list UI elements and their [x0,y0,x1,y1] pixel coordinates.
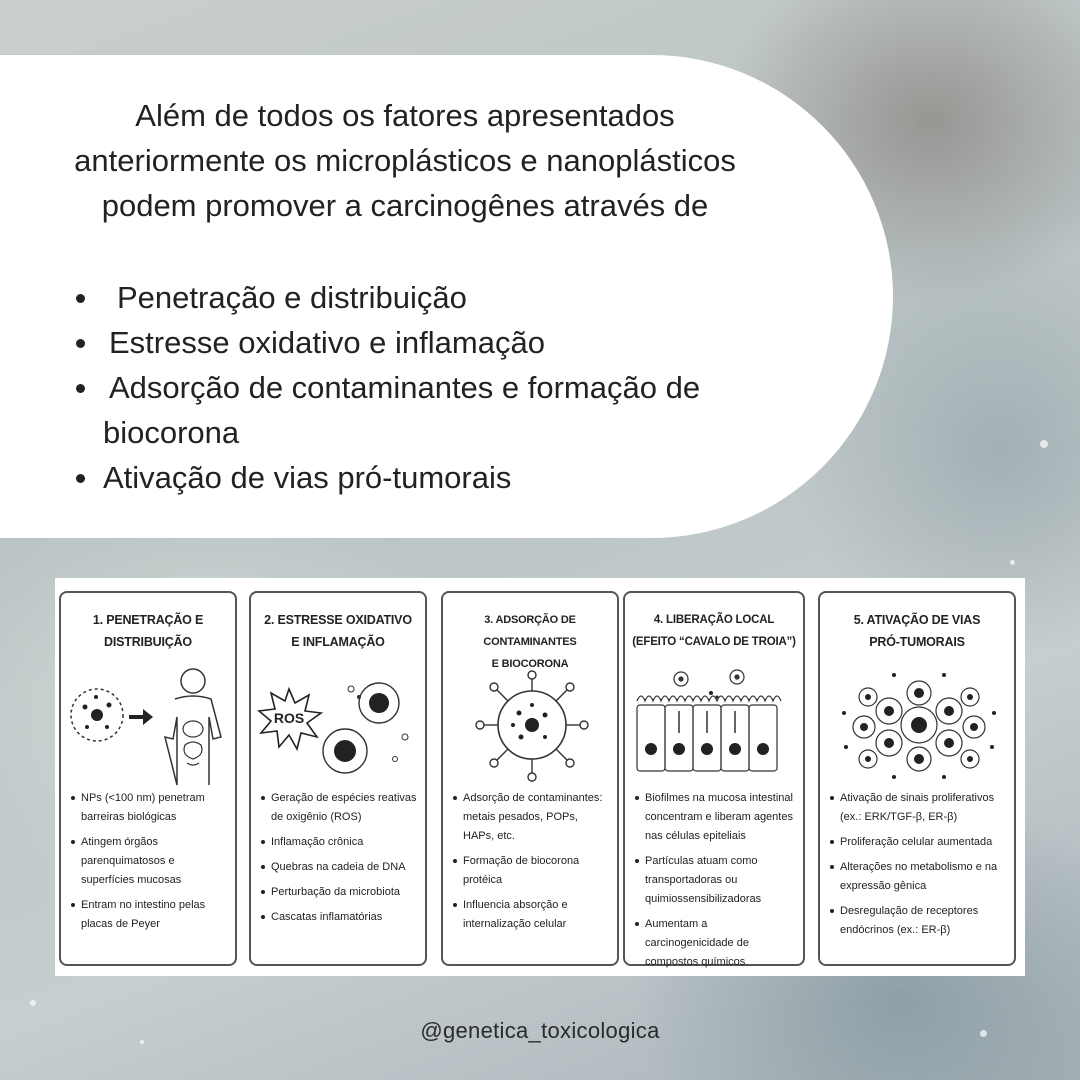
panel-title: 1. PENETRAÇÃO E DISTRIBUIÇÃO [65,609,231,653]
list-item: Atingem órgãos parenquimatosos e superfí… [71,833,229,890]
list-item: Alterações no metabolismo e na expressão… [830,858,1008,896]
bullet-item: Adsorção de contaminantes e formação de … [72,365,762,455]
text-card: Além de todos os fatores apresentados an… [0,55,893,538]
panel-title: 5. ATIVAÇÃO DE VIAS PRÓ-TUMORAIS [824,609,1010,653]
list-item: Desregulação de receptores endócrinos (e… [830,902,1008,940]
panel-title-line: (EFEITO “CAVALO DE TROIA”) [632,636,796,648]
panel-adsorption: 3. ADSORÇÃO DE CONTAMINANTES E BIOCORONA… [441,591,619,966]
bullet-dot [76,339,85,348]
list-item: Influencia absorção e internalização cel… [453,896,611,934]
bullet-list: Penetração e distribuição Estresse oxida… [72,275,762,500]
list-item: Adsorção de contaminantes: metais pesado… [453,789,611,846]
bullet-dot [76,474,85,483]
list-item: Quebras na cadeia de DNA [261,858,419,877]
list-item: Partículas atuam como transportadoras ou… [635,852,797,909]
panel-title-line: 3. ADSORÇÃO DE CONTAMINANTES [483,614,577,648]
list-item: Entram no intestino pelas placas de Peye… [71,896,229,934]
ros-cells-icon: ROS [257,682,409,774]
ros-label: ROS [274,710,304,726]
sparkle [1010,560,1015,565]
panel-title-line: 5. ATIVAÇÃO DE VIAS [853,613,981,627]
list-item: Biofilmes na mucosa intestinal concentra… [635,789,797,846]
bullet-item: Ativação de vias pró-tumorais [72,455,762,500]
panel-list: Adsorção de contaminantes: metais pesado… [453,789,611,940]
bullet-item: Penetração e distribuição [72,275,762,320]
epithelial-cells-icon [636,669,782,772]
sparkle [1040,440,1048,448]
sparkle [140,1040,144,1044]
list-item: Geração de espécies reativas de oxigênio… [261,789,419,827]
bullet-item: Estresse oxidativo e inflamação [72,320,762,365]
nanoparticle-to-body-icon [70,668,222,786]
list-item: NPs (<100 nm) penetram barreiras biológi… [71,789,229,827]
panel-title-line: 1. PENETRAÇÃO E [92,613,204,627]
panel-strip: 1. PENETRAÇÃO E DISTRIBUIÇÃO NPs (<100 n… [55,578,1025,976]
bullet-text: Penetração e distribuição [117,280,467,315]
sparkle [980,1030,987,1037]
intro-text: Além de todos os fatores apresentados an… [74,98,736,223]
list-item: Ativação de sinais proliferativos (ex.: … [830,789,1008,827]
panel-title-line: E BIOCORONA [491,658,569,670]
sparkle [30,1000,36,1006]
panel-title-line: 4. LIBERAÇÃO LOCAL [653,614,775,626]
panel-list: Geração de espécies reativas de oxigênio… [261,789,419,933]
panel-oxidative-stress: 2. ESTRESSE OXIDATIVO E INFLAMAÇÃO ROS G… [249,591,427,966]
panel-title: 2. ESTRESSE OXIDATIVO E INFLAMAÇÃO [255,609,421,653]
tumor-cell-cluster-icon [842,673,996,779]
panel-title-line: E INFLAMAÇÃO [291,635,385,649]
bullet-dot [76,294,85,303]
panel-title: 4. LIBERAÇÃO LOCAL (EFEITO “CAVALO DE TR… [629,609,799,653]
list-item: Aumentam a carcinogenicidade de composto… [635,915,797,972]
list-item: Perturbação da microbiota [261,883,419,902]
panel-list: NPs (<100 nm) penetram barreiras biológi… [71,789,229,940]
list-item: Formação de biocorona protéica [453,852,611,890]
list-item: Inflamação crônica [261,833,419,852]
bullet-dot [76,384,85,393]
panel-pro-tumor: 5. ATIVAÇÃO DE VIAS PRÓ-TUMORAIS [818,591,1016,966]
bullet-text: Estresse oxidativo e inflamação [109,325,545,360]
bullet-text: Ativação de vias pró-tumorais [103,460,512,495]
panel-title-line: DISTRIBUIÇÃO [104,635,192,649]
list-item: Cascatas inflamatórias [261,908,419,927]
panel-list: Ativação de sinais proliferativos (ex.: … [830,789,1008,946]
panel-title: 3. ADSORÇÃO DE CONTAMINANTES E BIOCORONA [447,609,613,675]
panel-title-line: 2. ESTRESSE OXIDATIVO [264,613,412,627]
list-item: Proliferação celular aumentada [830,833,1008,852]
panel-title-line: PRÓ-TUMORAIS [869,635,965,649]
biocorona-particle-icon [475,670,589,782]
instagram-handle: @genetica_toxicologica [420,1018,660,1043]
panel-penetration: 1. PENETRAÇÃO E DISTRIBUIÇÃO NPs (<100 n… [59,591,237,966]
panel-local-release: 4. LIBERAÇÃO LOCAL (EFEITO “CAVALO DE TR… [623,591,805,968]
bullet-text: Adsorção de contaminantes e formação de … [103,370,701,450]
panel-list: Biofilmes na mucosa intestinal concentra… [635,789,797,978]
